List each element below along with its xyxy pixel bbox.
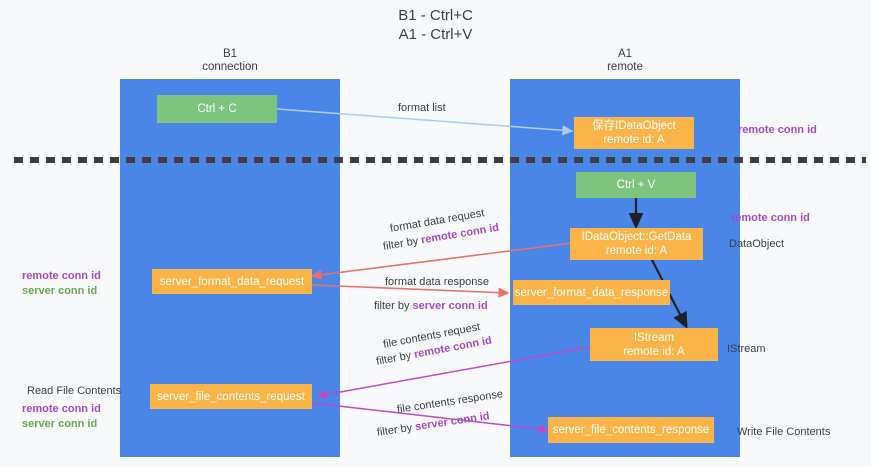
side-label-group-conn-ids-bottom: remote conn id server conn id bbox=[22, 402, 101, 432]
edge-label-format-data-request-filter-prefix: filter by bbox=[382, 234, 423, 253]
side-label-remote-conn-id-top: remote conn id bbox=[738, 124, 817, 136]
edge-label-format-data-response-filter-key: server conn id bbox=[412, 300, 488, 312]
side-label-read-file-contents: Read File Contents bbox=[27, 385, 122, 397]
side-label-group-conn-ids-mid: remote conn id server conn id bbox=[22, 269, 101, 299]
edge-label-format-data-response-filter-prefix: filter by bbox=[374, 300, 413, 312]
column-header-b1: B1 connection bbox=[120, 48, 340, 74]
side-label-remote-conn-id-left-mid: remote conn id bbox=[22, 270, 101, 282]
box-server-file-contents-request[interactable]: server_file_contents_request bbox=[150, 384, 312, 409]
box-istream-line1: IStream bbox=[633, 331, 675, 344]
box-istream[interactable]: IStream remote id: A bbox=[590, 328, 718, 361]
column-header-b1-role: connection bbox=[202, 61, 258, 73]
side-label-remote-conn-id-mid: remote conn id bbox=[731, 212, 810, 224]
box-ctrl-v-label: Ctrl + V bbox=[616, 179, 656, 191]
box-getdata[interactable]: IDataObject::GetData remote id: A bbox=[570, 228, 703, 260]
box-ctrl-c[interactable]: Ctrl + C bbox=[157, 95, 277, 123]
column-header-a1-role: remote bbox=[607, 61, 643, 73]
edge-label-file-contents-response-filter-prefix: filter by bbox=[376, 421, 417, 439]
box-istream-line2: remote id: A bbox=[623, 345, 685, 358]
diagram-title: B1 - Ctrl+C A1 - Ctrl+V bbox=[0, 6, 871, 44]
box-getdata-line1: IDataObject::GetData bbox=[581, 231, 692, 243]
box-save-dataobject-line2: remote id: A bbox=[603, 134, 665, 146]
box-save-dataobject[interactable]: 保存IDataObject remote id: A bbox=[574, 117, 694, 149]
side-label-server-conn-id-left-bottom: server conn id bbox=[22, 418, 98, 430]
column-header-a1: A1 remote bbox=[510, 48, 740, 74]
box-server-format-data-request[interactable]: server_format_data_request bbox=[152, 269, 312, 294]
box-ctrl-c-label: Ctrl + C bbox=[197, 103, 237, 115]
column-header-b1-name: B1 bbox=[222, 48, 238, 60]
box-getdata-line2: remote id: A bbox=[605, 245, 668, 257]
side-label-remote-conn-id-left-bottom: remote conn id bbox=[22, 403, 101, 415]
box-server-format-data-request-label: server_format_data_request bbox=[159, 275, 305, 288]
title-line-2: A1 - Ctrl+V bbox=[398, 26, 473, 43]
edge-label-file-contents-request-filter-prefix: filter by bbox=[375, 348, 416, 368]
edge-label-format-data-response-filter: filter by server conn id bbox=[374, 299, 488, 313]
edge-label-format-list: format list bbox=[398, 102, 446, 114]
box-server-format-data-response[interactable]: server_format_data_response bbox=[513, 280, 670, 305]
box-server-file-contents-response-label: server_file_contents_response bbox=[552, 424, 710, 436]
side-label-dataobject: DataObject bbox=[729, 238, 785, 250]
side-label-write-file-contents: Write File Contents bbox=[737, 426, 831, 438]
box-save-dataobject-line1: 保存IDataObject bbox=[592, 120, 676, 132]
side-label-istream: IStream bbox=[727, 343, 766, 355]
box-ctrl-v[interactable]: Ctrl + V bbox=[576, 172, 696, 198]
box-server-file-contents-request-label: server_file_contents_request bbox=[157, 390, 305, 403]
side-label-server-conn-id-left-mid: server conn id bbox=[22, 285, 98, 297]
edge-label-file-contents-response-filter: filter by server conn id bbox=[376, 409, 491, 440]
box-server-file-contents-response[interactable]: server_file_contents_response bbox=[548, 417, 714, 443]
column-header-a1-name: A1 bbox=[617, 48, 633, 60]
edge-label-format-data-response: format data response bbox=[385, 276, 489, 288]
box-server-format-data-response-label: server_format_data_response bbox=[514, 286, 669, 299]
edge-label-file-contents-response-filter-key: server conn id bbox=[414, 410, 491, 434]
title-line-1: B1 - Ctrl+C bbox=[398, 7, 473, 24]
